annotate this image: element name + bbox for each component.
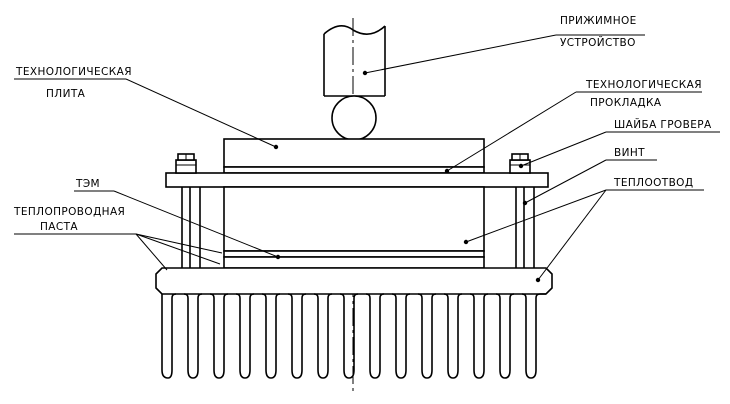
tem-module [223,186,485,252]
tem-bottom-layer [223,256,485,269]
leader-tech-plate [14,78,279,150]
heatsink [155,267,553,379]
label-paste-line1: ТЕПЛОПРОВОДНАЯ [13,206,125,218]
screw-right [509,153,535,268]
leader-heatsink [463,189,704,283]
tech-pad [223,166,485,174]
label-tech-plate-line2: ПЛИТА [46,88,86,100]
leader-clamp [362,34,645,76]
clamping-bar [165,172,549,188]
leader-grover-washer [518,131,720,169]
label-grover-washer: ШАЙБА ГРОВЕРА [614,118,712,131]
leader-screw [522,159,657,206]
leader-thermal-paste [14,233,223,271]
label-paste-line2: ПАСТА [40,221,78,233]
leader-tech-pad [444,91,702,174]
clamp-ball [331,95,377,141]
label-heatsink: ТЕПЛООТВОД [613,177,693,189]
screw-left [175,153,201,268]
tech-plate [223,138,485,168]
label-tech-pad-line2: ПРОКЛАДКА [590,97,662,109]
label-clamp-line2: УСТРОЙСТВО [560,36,636,49]
label-tech-plate-line1: ТЕХНОЛОГИЧЕСКАЯ [15,66,132,78]
label-tem: ТЭМ [75,178,100,190]
clamp-rod [323,25,386,97]
label-tech-pad-line1: ТЕХНОЛОГИЧЕСКАЯ [585,79,702,91]
thermal-paste-layer [223,250,485,258]
leader-tem [74,190,281,260]
label-clamp-line1: ПРИЖИМНОЕ [560,15,637,27]
label-screw: ВИНТ [614,147,645,159]
